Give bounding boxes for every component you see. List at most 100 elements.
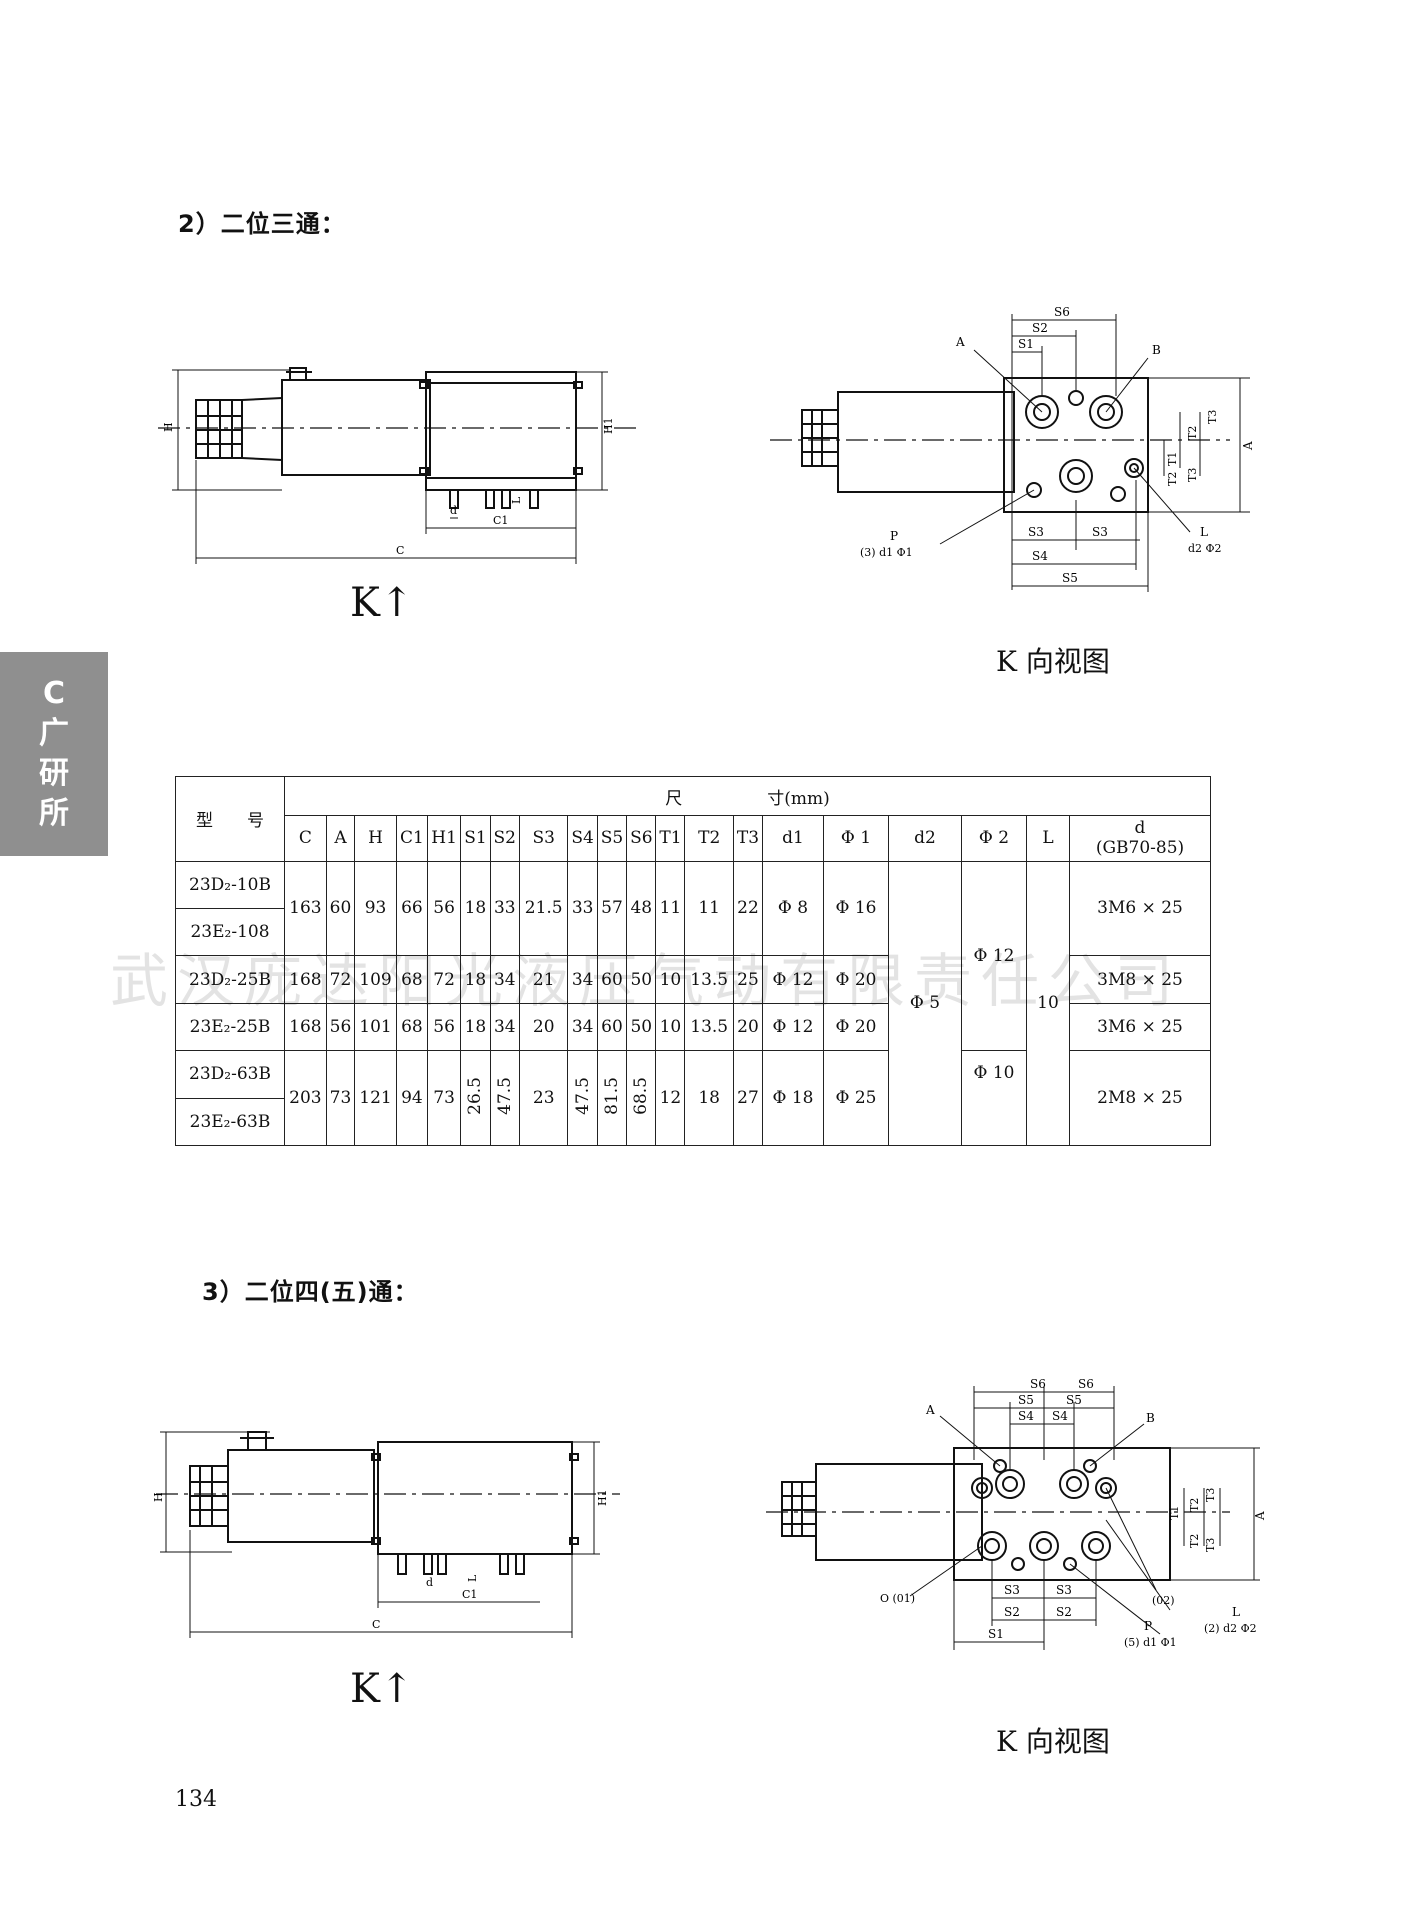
table-cell: 73 — [325, 1050, 356, 1146]
table-cell: 93 — [354, 860, 397, 957]
table-cell: 21.5 — [518, 860, 569, 957]
size-header: 尺 寸(mm) — [284, 775, 1211, 817]
dim-t2-top: T2 — [1186, 426, 1199, 440]
table-cell: 13.5 — [684, 955, 734, 1004]
port-l-sub: (2) d2 Φ2 — [1204, 1622, 1257, 1635]
port-p-sub: (3) d1 Φ1 — [860, 546, 913, 559]
table-cell: 10 — [655, 955, 686, 1004]
port-a-label: A — [925, 1403, 935, 1417]
col-header: d1 — [762, 815, 824, 862]
table-cell: 13.5 — [684, 1002, 734, 1052]
dim-h1-label: H1 — [602, 417, 615, 434]
table-cell: 27 — [732, 1050, 764, 1146]
dim-t3-bottom: T3 — [1204, 1538, 1217, 1552]
k-view-drawing-4: S6 S6 S5 S5 S4 S4 A B T1 T2 T2 T3 T3 A O… — [766, 1377, 1267, 1650]
table-cell: 20 — [518, 1002, 569, 1052]
table-cell: 21 — [518, 955, 569, 1004]
table-cell-bolt: 3M8 × 25 — [1069, 955, 1211, 1004]
model-cell: 23D₂-25B — [175, 955, 285, 1004]
table-cell-phi2: Φ 10 — [961, 1050, 1027, 1146]
table-cell: 72 — [325, 955, 356, 1004]
section-2-heading: 2）二位三通： — [178, 210, 346, 238]
col-header: d2 — [888, 815, 962, 862]
dim-s4-left: S4 — [1018, 1409, 1034, 1423]
table-cell: 56 — [426, 1002, 462, 1052]
col-header: T1 — [655, 815, 686, 862]
table-cell: Φ 12 — [762, 955, 824, 1004]
model-cell: 23E₂-25B — [175, 1002, 285, 1052]
model-cell: 23E₂-108 — [175, 907, 285, 957]
model-cell: 23D₂-10B — [175, 860, 285, 909]
port-l-label: L — [1200, 525, 1208, 539]
dim-t1: T1 — [1168, 1506, 1181, 1520]
table-cell-d2: Φ 5 — [888, 860, 962, 1146]
table-cell: Φ 20 — [823, 955, 889, 1004]
table-cell: Φ 25 — [823, 1050, 889, 1146]
table-cell: 168 — [284, 1002, 327, 1052]
dim-l-label: L — [466, 1574, 479, 1582]
dim-h1-label: H1 — [596, 1489, 609, 1506]
table-cell: Φ 12 — [762, 1002, 824, 1052]
table-cell: 57 — [596, 860, 628, 957]
col-header: T2 — [684, 815, 734, 862]
k-view-caption-1: K 向视图 — [996, 645, 1110, 678]
bolt-header-line-2: (GB70-85) — [1095, 838, 1185, 859]
dim-t3-top: T3 — [1206, 410, 1219, 424]
table-cell: 81.5 — [596, 1050, 628, 1146]
table-row: 23E₂-108 — [175, 907, 1211, 957]
side-tab-char-1: C — [42, 676, 66, 711]
col-header: Φ 2 — [961, 815, 1027, 862]
table-cell: 18 — [460, 860, 491, 957]
port-a-label: A — [955, 335, 965, 349]
model-cell: 23D₂-63B — [175, 1050, 285, 1099]
col-header: C1 — [395, 815, 428, 862]
dim-s6-left: S6 — [1030, 1377, 1046, 1391]
table-row: 23D₂-25B 168 72 109 68 72 18 34 21 34 60… — [175, 955, 1211, 1004]
dim-s4: S4 — [1032, 549, 1048, 563]
port-o2-label: (02) — [1152, 1594, 1175, 1607]
dim-s2-left: S2 — [1004, 1605, 1020, 1619]
table-cell: 68.5 — [626, 1050, 657, 1146]
table-cell: 101 — [354, 1002, 397, 1052]
table-cell: 73 — [426, 1050, 462, 1146]
port-o-label: O (01) — [880, 1592, 915, 1605]
dim-s4-right: S4 — [1052, 1409, 1068, 1423]
table-cell: 47.5 — [567, 1050, 598, 1146]
col-header: S5 — [596, 815, 628, 862]
dim-a: A — [1253, 1511, 1267, 1521]
dim-s3-right: S3 — [1056, 1583, 1072, 1597]
valve-side-view-drawing-3: H H1 C C1 d L — [152, 1431, 620, 1638]
dim-s2-right: S2 — [1056, 1605, 1072, 1619]
model-header: 型 号 — [175, 776, 285, 862]
dim-s5-right: S5 — [1066, 1393, 1082, 1407]
table-cell: 33 — [567, 860, 598, 957]
table-cell: 66 — [395, 860, 428, 957]
dim-t2-bottom: T2 — [1188, 1534, 1201, 1548]
table-cell: 203 — [284, 1050, 327, 1146]
dim-h-label: H — [162, 422, 175, 432]
table-cell: 94 — [395, 1050, 428, 1146]
dim-c-label: C — [372, 1618, 380, 1631]
valve-side-view-drawing-1: H H1 C C1 d L — [158, 367, 640, 564]
table-cell: 50 — [626, 1002, 657, 1052]
dim-c-label: C — [396, 544, 404, 557]
table-cell: 50 — [626, 955, 657, 1004]
dim-s3-left: S3 — [1004, 1583, 1020, 1597]
table-cell: 25 — [732, 955, 764, 1004]
table-cell: 109 — [354, 955, 397, 1004]
side-tab-char-4: 所 — [39, 796, 69, 831]
page-number: 134 — [175, 1787, 217, 1812]
table-cell: 60 — [596, 955, 628, 1004]
table-cell: 33 — [489, 860, 520, 957]
col-header-bolt: d (GB70-85) — [1069, 815, 1211, 862]
col-header: C — [284, 815, 327, 862]
k-view-caption-2: K 向视图 — [996, 1725, 1110, 1758]
dim-s6: S6 — [1054, 305, 1070, 319]
dim-c1-label: C1 — [462, 1588, 477, 1601]
col-header: A — [325, 815, 356, 862]
dim-t1: T1 — [1166, 452, 1179, 466]
table-row: 23D₂-10B 163 60 93 66 56 18 33 21.5 33 5… — [175, 860, 1211, 1146]
dimension-table: 型 号 尺 寸(mm) C A H C1 H1 S1 S2 S3 S4 S5 S… — [175, 775, 1211, 1147]
dim-s5-left: S5 — [1018, 1393, 1034, 1407]
watermark-text: 武汉庞达阳光液压气动有限责任公司 — [110, 947, 1183, 1015]
